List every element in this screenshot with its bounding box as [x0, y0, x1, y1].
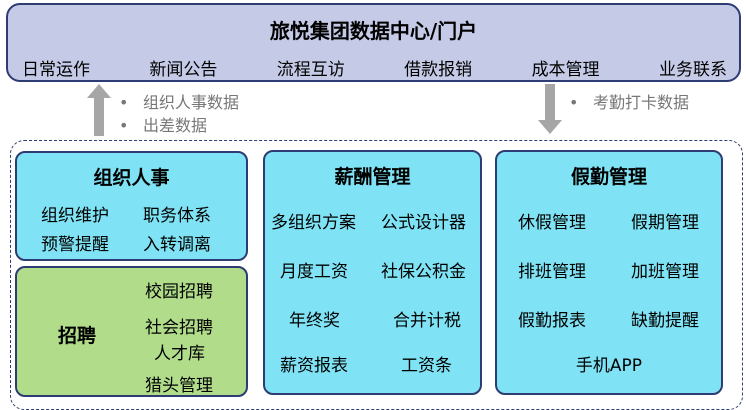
download-data-notes: •考勤打卡数据	[569, 91, 689, 114]
upload-data-notes: •组织人事数据 •出差数据	[119, 91, 239, 137]
module-org-personnel[interactable]: 组织人事 组织维护 职务体系 预警提醒 入转调离	[15, 151, 248, 261]
note-item: •出差数据	[119, 116, 208, 135]
portal-nav: 日常运作 新闻公告 流程互访 借款报销 成本管理 业务联系	[22, 55, 727, 80]
module-item[interactable]: 排班管理	[518, 262, 586, 282]
nav-business-contacts[interactable]: 业务联系	[658, 60, 727, 80]
module-item[interactable]: 社保公积金	[381, 262, 466, 282]
module-item[interactable]: 职务体系	[143, 206, 211, 226]
module-item[interactable]: 薪资报表	[280, 356, 348, 376]
module-item[interactable]: 假期管理	[631, 213, 699, 233]
data-center-portal: 旅悦集团数据中心/门户 日常运作 新闻公告 流程互访 借款报销 成本管理 业务联…	[6, 3, 741, 82]
module-item[interactable]: 工资条	[401, 356, 452, 376]
nav-loan-reimbursement[interactable]: 借款报销	[404, 60, 473, 80]
note-item: •考勤打卡数据	[569, 93, 690, 112]
note-item: •组织人事数据	[119, 93, 240, 112]
nav-process-visits[interactable]: 流程互访	[276, 60, 345, 80]
nav-cost-management[interactable]: 成本管理	[531, 60, 600, 80]
module-item[interactable]: 猎头管理	[145, 376, 213, 396]
module-item[interactable]: 预警提醒	[41, 235, 109, 255]
module-leave-attendance[interactable]: 假勤管理 休假管理 假期管理 排班管理 加班管理 假勤报表 缺勤提醒 手机APP	[495, 150, 723, 395]
module-item[interactable]: 校园招聘	[145, 282, 213, 302]
module-title: 招聘	[57, 325, 96, 347]
module-item[interactable]: 社会招聘	[145, 318, 213, 338]
module-item[interactable]: 入转调离	[143, 235, 211, 255]
module-item[interactable]: 加班管理	[631, 262, 699, 282]
arrow-down-icon	[538, 84, 562, 134]
module-item[interactable]: 手机APP	[575, 356, 643, 376]
module-payroll[interactable]: 薪酬管理 多组织方案 公式设计器 月度工资 社保公积金 年终奖 合并计税 薪资报…	[263, 150, 482, 395]
module-recruitment[interactable]: 招聘 校园招聘 社会招聘 人才库 猎头管理	[15, 266, 248, 397]
module-item[interactable]: 年终奖	[289, 311, 340, 331]
module-item[interactable]: 休假管理	[518, 213, 586, 233]
module-item[interactable]: 合并计税	[393, 311, 461, 331]
module-item[interactable]: 公式设计器	[381, 213, 466, 233]
module-title: 假勤管理	[570, 166, 647, 188]
nav-news-announcements[interactable]: 新闻公告	[149, 60, 218, 80]
module-item[interactable]: 人才库	[154, 344, 205, 364]
module-item[interactable]: 假勤报表	[518, 311, 586, 331]
module-title: 薪酬管理	[334, 166, 411, 188]
module-item[interactable]: 月度工资	[280, 262, 348, 282]
nav-daily-operations[interactable]: 日常运作	[22, 60, 90, 80]
portal-title: 旅悦集团数据中心/门户	[269, 19, 478, 43]
module-item[interactable]: 多组织方案	[271, 213, 356, 233]
module-item[interactable]: 组织维护	[41, 206, 109, 226]
arrow-up-icon	[87, 84, 111, 136]
module-item[interactable]: 缺勤提醒	[631, 311, 699, 331]
module-title: 组织人事	[93, 167, 170, 189]
